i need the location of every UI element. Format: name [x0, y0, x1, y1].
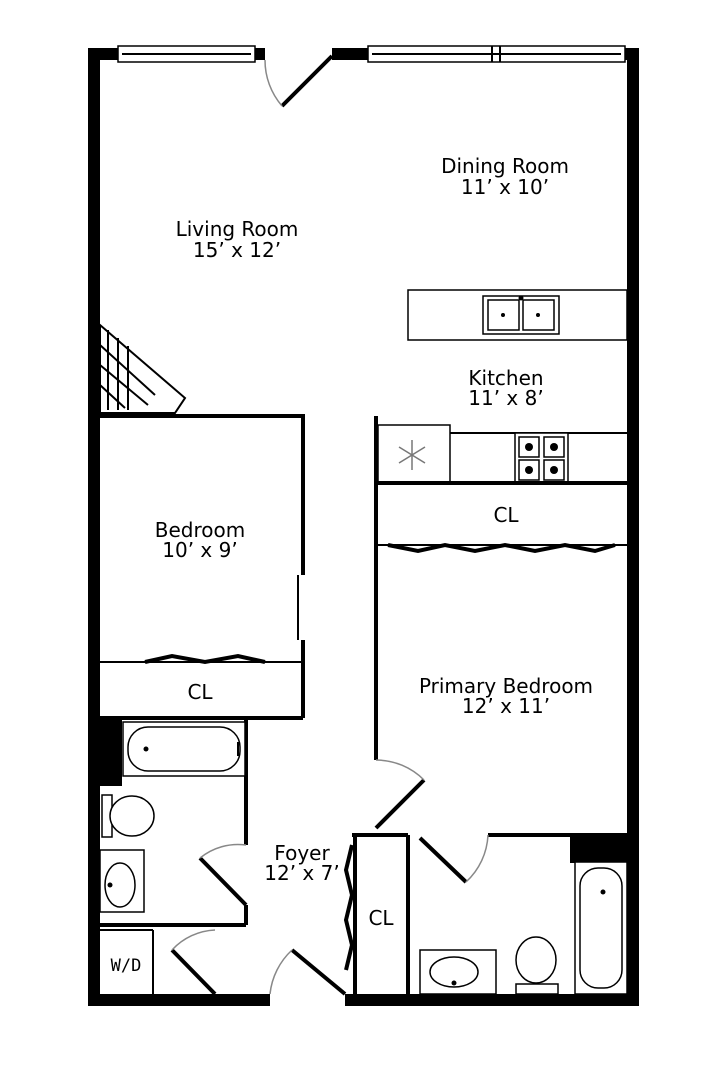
kitchen-closet-label: CL — [493, 503, 519, 527]
dining-room-size: 11’ x 10’ — [461, 175, 549, 199]
washer-dryer-label: W/D — [111, 956, 142, 976]
fireplace — [99, 322, 187, 414]
sink-icon — [99, 849, 145, 913]
window-left — [117, 45, 256, 63]
sink-icon-2 — [419, 949, 497, 995]
kitchen-island — [407, 289, 628, 341]
foyer-label: Foyer — [274, 841, 330, 865]
bedroom-closet-label: CL — [187, 680, 213, 704]
kitchen-label: Kitchen — [468, 366, 543, 390]
foyer-size: 12’ x 7’ — [264, 861, 339, 885]
refrigerator-icon — [398, 440, 426, 470]
toilet-icon-2 — [515, 936, 559, 995]
window-right — [367, 45, 626, 63]
foyer-closet-label: CL — [368, 906, 394, 930]
toilet-icon — [101, 794, 155, 838]
doors — [170, 759, 489, 996]
exterior-walls — [88, 48, 639, 1006]
bath-fixtures — [99, 721, 628, 995]
closet-doors — [144, 542, 616, 971]
primary-bedroom-size: 12’ x 11’ — [462, 694, 550, 718]
balcony-door — [264, 54, 334, 108]
primary-bedroom-label: Primary Bedroom — [419, 674, 593, 698]
bedroom-label: Bedroom — [155, 518, 245, 542]
interior-walls — [100, 414, 627, 994]
stove-icon — [518, 436, 565, 481]
dining-room-label: Dining Room — [441, 154, 569, 178]
living-room-label: Living Room — [176, 217, 299, 241]
bedroom-size: 10’ x 9’ — [162, 538, 237, 562]
kitchen-counter — [377, 424, 627, 484]
kitchen-size: 11’ x 8’ — [468, 386, 543, 410]
living-room-size: 15’ x 12’ — [193, 238, 281, 262]
